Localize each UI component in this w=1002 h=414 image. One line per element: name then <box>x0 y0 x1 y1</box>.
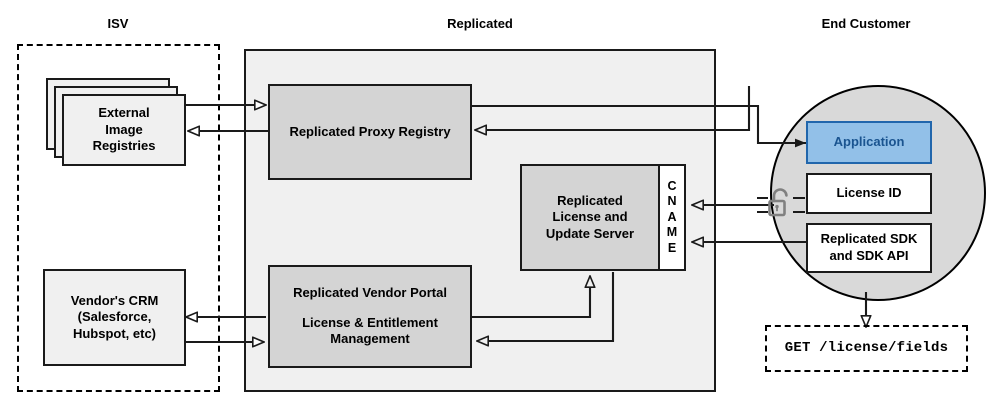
external-registries-line-2: Image <box>105 121 143 137</box>
cname-letter-e: E <box>667 240 677 255</box>
zone-title-isv: ISV <box>107 16 129 31</box>
sdk-line-1: Replicated SDK <box>820 231 918 247</box>
api-request-boundary <box>765 325 968 372</box>
proxy-registry-label: Replicated Proxy Registry <box>289 123 451 139</box>
edge-customer-to-proxy <box>475 86 751 130</box>
vendor-crm-line-2: (Salesforce, <box>77 309 152 325</box>
license-server-line-3: Update Server <box>545 225 635 241</box>
cname-letter-m: M <box>666 225 678 240</box>
replicated-proxy-registry[interactable]: Replicated Proxy Registry <box>268 84 472 180</box>
sdk-line-2: and SDK API <box>829 248 909 263</box>
cname-column: C N A M E <box>658 164 686 271</box>
replicated-license-and-update-server[interactable]: Replicated License and Update Server <box>520 164 660 271</box>
external-registries-line-3: Registries <box>92 138 156 154</box>
api-request-label: GET /license/fields <box>784 339 949 356</box>
license-server-line-1: Replicated <box>557 192 623 208</box>
application-label: Application <box>833 134 905 150</box>
license-server-line-2: License and <box>552 209 628 225</box>
application[interactable]: Application <box>806 121 932 164</box>
vendor-portal-sub-line-2: Management <box>330 331 410 347</box>
vendor-portal-sub-line-1: License & Entitlement <box>302 314 438 330</box>
vendor-crm-line-3: Hubspot, etc) <box>72 325 157 341</box>
unlocked-padlock-icon <box>768 188 788 217</box>
zone-title-end-customer: End Customer <box>821 16 911 31</box>
license-id-label: License ID <box>836 185 902 201</box>
api-request: GET /license/fields <box>765 325 968 372</box>
cname-letter-c: C <box>667 178 677 193</box>
replicated-vendor-portal[interactable]: Replicated Vendor Portal License & Entit… <box>268 265 472 368</box>
replicated-sdk-and-sdk-api[interactable]: Replicated SDK and SDK API <box>806 223 932 273</box>
edge-proxy-to-application <box>471 104 806 148</box>
isv-boundary <box>17 44 220 392</box>
cname-letter-n: N <box>667 194 677 209</box>
vendor-crm[interactable]: Vendor's CRM (Salesforce, Hubspot, etc) <box>43 269 186 366</box>
external-image-registries[interactable]: External Image Registries <box>62 94 186 166</box>
vendor-portal-title: Replicated Vendor Portal <box>293 285 447 301</box>
cname-letter-a: A <box>667 209 677 224</box>
external-registries-line-1: External <box>98 105 150 121</box>
vendor-crm-line-1: Vendor's CRM <box>70 292 159 308</box>
edge-vendor-portal-to-license-server <box>471 276 590 319</box>
license-id[interactable]: License ID <box>806 173 932 214</box>
edge-license-server-to-vendor-portal <box>477 272 615 341</box>
zone-title-replicated: Replicated <box>447 16 513 31</box>
